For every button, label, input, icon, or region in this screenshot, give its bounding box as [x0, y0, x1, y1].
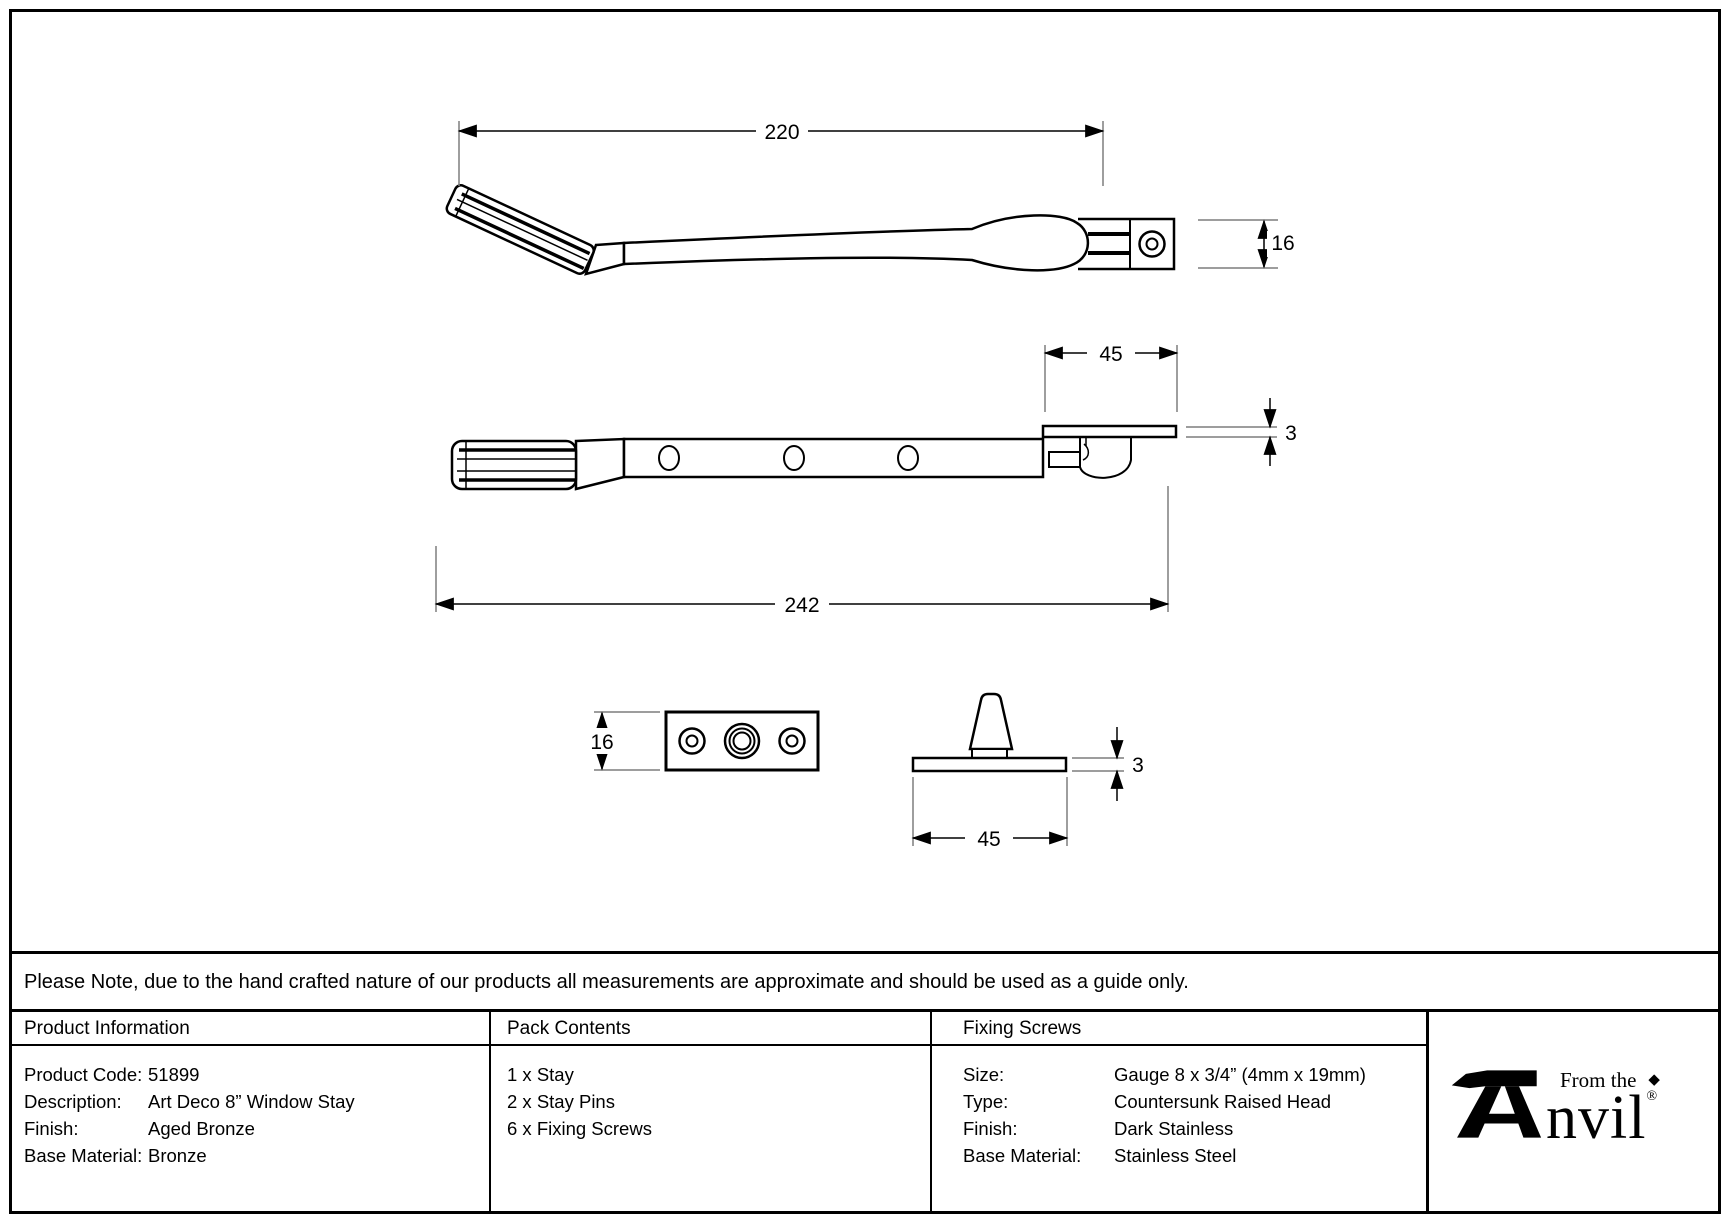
product-code-label: Product Code:: [24, 1064, 143, 1085]
stay-pin-side-view: [911, 692, 1068, 773]
dim-label-242: 242: [784, 594, 819, 617]
dimension-overall-length: 242: [434, 486, 1170, 617]
keep-plate-face-view: [664, 710, 820, 772]
description-label: Description:: [24, 1091, 122, 1112]
dimension-stay-end-height: 16: [1198, 219, 1299, 269]
pack-contents-header: Pack Contents: [507, 1018, 631, 1039]
screw-base-material-value: Stainless Steel: [1114, 1145, 1237, 1166]
pack-item: 2 x Stay Pins: [507, 1091, 615, 1112]
stay-side-view: [445, 184, 1176, 276]
note-text: Please Note, due to the hand crafted nat…: [24, 971, 1189, 993]
logo-prefix: From the: [1560, 1068, 1637, 1093]
base-material-label: Base Material:: [24, 1145, 143, 1166]
table-grid-line: [489, 1009, 491, 1214]
dimension-stay-length: 220: [457, 118, 1105, 186]
dim-label-45-mid: 45: [1099, 343, 1122, 366]
finish-value: Aged Bronze: [148, 1118, 255, 1139]
dimension-keep-plate-length: 45: [1043, 340, 1179, 412]
table-grid-line: [1426, 1009, 1429, 1214]
anvil-icon: [1451, 1070, 1542, 1138]
dim-label-16-left: 16: [590, 731, 613, 754]
dimension-pin-base-thickness: 3: [1072, 727, 1144, 801]
screw-size-value: Gauge 8 x 3/4” (4mm x 19mm): [1114, 1064, 1366, 1085]
pack-item: 6 x Fixing Screws: [507, 1118, 652, 1139]
dimension-keep-plate-width: 16: [585, 711, 660, 771]
table-top-line: [9, 1009, 1721, 1012]
screw-finish-label: Finish:: [963, 1118, 1018, 1139]
screw-finish-value: Dark Stainless: [1114, 1118, 1234, 1139]
dim-label-45-pin: 45: [977, 828, 1000, 851]
logo-name: nvil: [1546, 1084, 1647, 1153]
dim-label-16-top: 16: [1271, 232, 1294, 255]
screw-size-label: Size:: [963, 1064, 1005, 1085]
technical-drawing: 220 16: [434, 118, 1299, 851]
dim-label-220: 220: [764, 121, 799, 144]
pack-item: 1 x Stay: [507, 1064, 574, 1085]
diamond-icon: ◆: [1648, 1072, 1660, 1089]
table-header-separator: [9, 1044, 1428, 1046]
dim-label-3-pin: 3: [1132, 754, 1144, 777]
description-value: Art Deco 8” Window Stay: [148, 1091, 355, 1112]
stay-plan-view: [450, 424, 1178, 491]
screw-type-value: Countersunk Raised Head: [1114, 1091, 1331, 1112]
from-the-anvil-logo: From the ◆ nvil®: [1450, 1064, 1660, 1149]
dimension-pin-base-width: 45: [911, 777, 1069, 851]
product-code-value: 51899: [148, 1064, 200, 1085]
screw-type-label: Type:: [963, 1091, 1009, 1112]
fixing-screws-header: Fixing Screws: [963, 1018, 1082, 1039]
finish-label: Finish:: [24, 1118, 79, 1139]
dimension-keep-plate-thickness: 3: [1186, 398, 1297, 466]
dim-label-3-mid: 3: [1285, 422, 1297, 445]
registered-trademark-icon: ®: [1646, 1089, 1658, 1105]
base-material-value: Bronze: [148, 1145, 207, 1166]
note-bar-top-line: [9, 951, 1721, 954]
product-information-header: Product Information: [24, 1018, 190, 1039]
table-grid-line: [930, 1009, 932, 1214]
screw-base-material-label: Base Material:: [963, 1145, 1082, 1166]
